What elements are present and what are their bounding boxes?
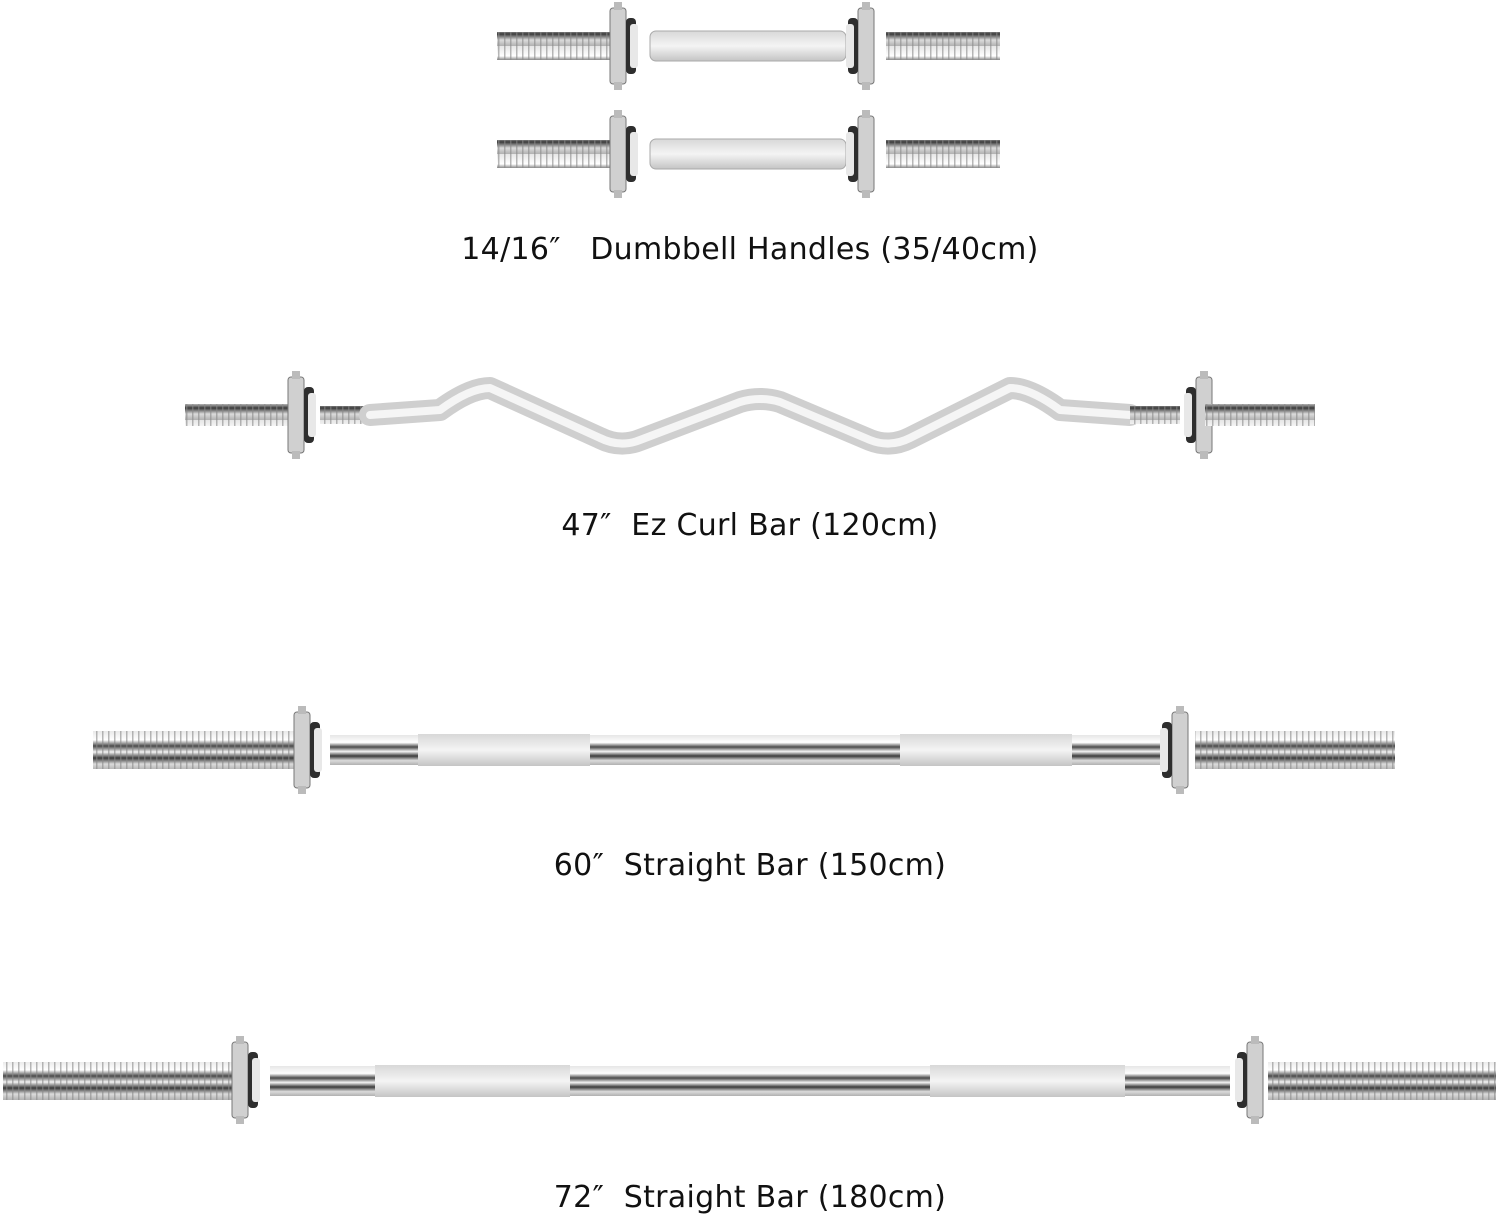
straight-bar-72-image bbox=[3, 1035, 1496, 1125]
ez-curl-bar-label: 47″ Ez Curl Bar (120cm) bbox=[561, 508, 939, 543]
straight-bar-60-image bbox=[93, 705, 1395, 795]
ez-curl-bar-product: 47″ Ez Curl Bar (120cm) bbox=[0, 340, 1500, 560]
straight-bar-60-product: 60″ Straight Bar (150cm) bbox=[0, 690, 1500, 900]
dumbbell-handle-image bbox=[497, 1, 1000, 199]
straight-bar-72-product: 72″ Straight Bar (180cm) bbox=[0, 1020, 1500, 1222]
straight-bar-72-label: 72″ Straight Bar (180cm) bbox=[553, 1180, 947, 1215]
straight-bar-60-label: 60″ Straight Bar (150cm) bbox=[553, 848, 947, 883]
ez-curl-bar-image bbox=[185, 370, 1315, 460]
dumbbell-handles-product: 14/16″ Dumbbell Handles (35/40cm) bbox=[0, 0, 1500, 280]
dumbbell-handles-label: 14/16″ Dumbbell Handles (35/40cm) bbox=[461, 232, 1039, 267]
